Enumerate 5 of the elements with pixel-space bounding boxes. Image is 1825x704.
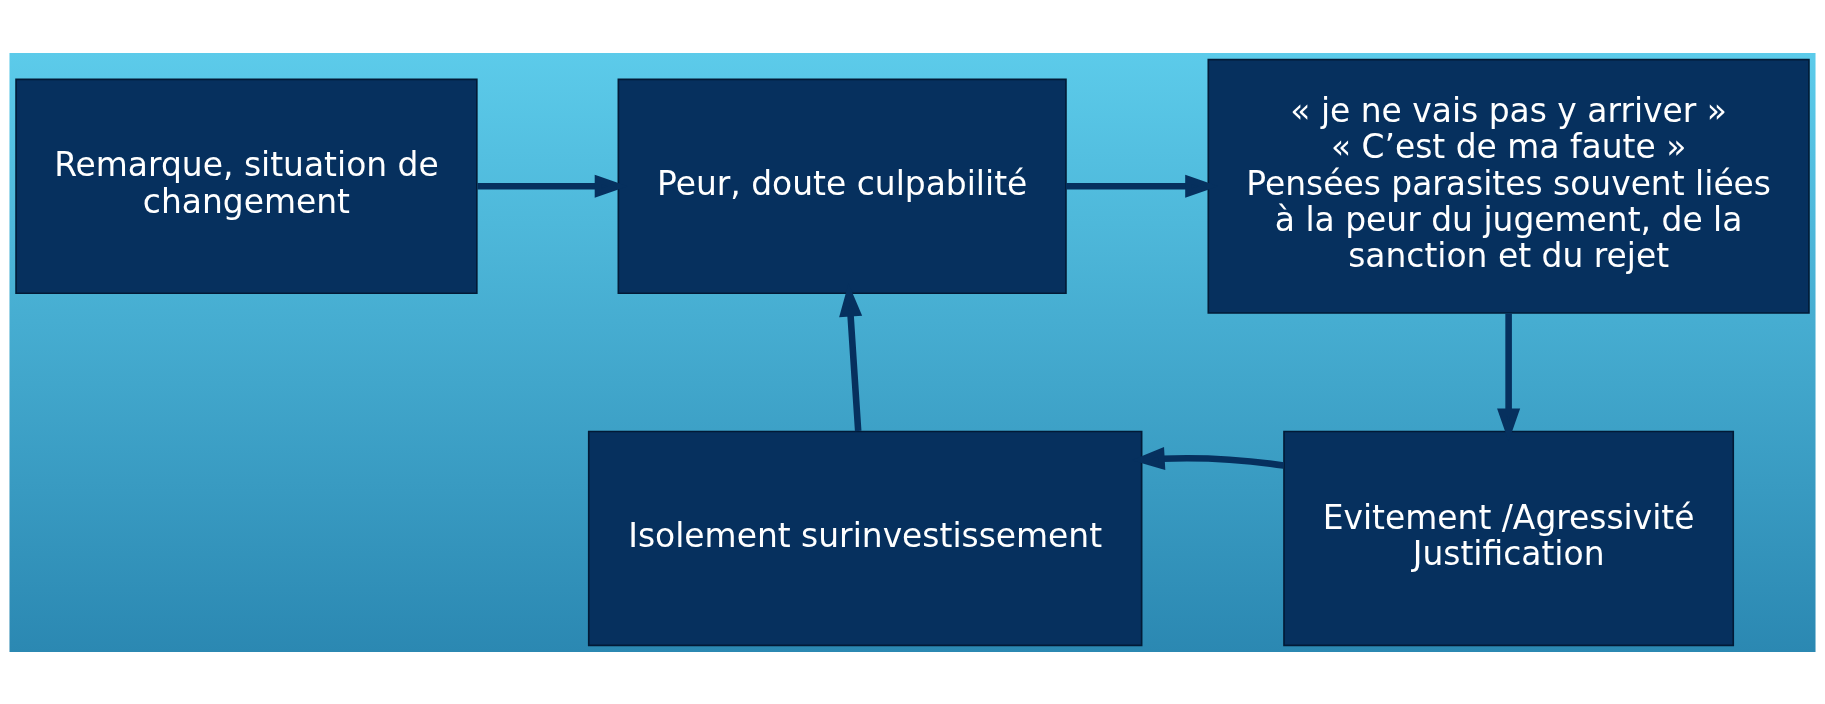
node-box: Peur, doute culpabilité — [617, 78, 1067, 294]
node-box: « je ne vais pas y arriver » « C’est de ma faute » Pensées parasites souvent liées à la peur du jugement, de la sanction et du rejet — [1207, 58, 1810, 314]
node-box: Evitement /Agressivité Justification — [1283, 430, 1735, 646]
node-box: Remarque, situation de changement — [15, 78, 478, 294]
node-box: Isolement surinvestissement — [587, 430, 1143, 646]
